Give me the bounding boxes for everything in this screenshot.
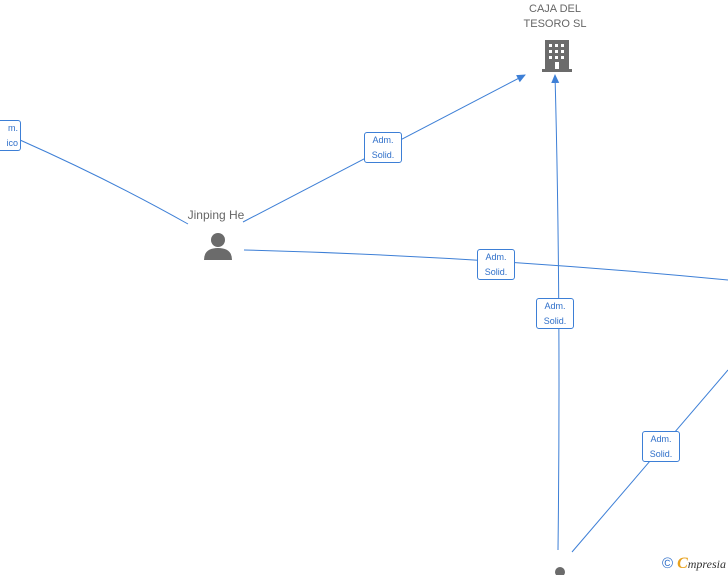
edge-label-role: Adm. (485, 252, 507, 262)
edge-label-type: Solid. (649, 449, 673, 459)
company-name-line2: TESORO SL (523, 18, 587, 30)
edge-label-role: m. (8, 123, 18, 133)
copyright-symbol: © (662, 555, 674, 572)
edge-label-person-company[interactable]: Adm. Solid. (364, 132, 402, 163)
company-name-line1: CAJA DEL (529, 3, 581, 15)
edge-label-left-cut[interactable]: m. ico (0, 120, 21, 151)
company-name-label[interactable]: CAJA DEL TESORO SL (495, 2, 615, 32)
brand-initial: C (677, 555, 688, 572)
person-icon[interactable] (204, 233, 232, 260)
person-name-label[interactable]: Jinping He (187, 208, 245, 222)
edge-label-type: Solid. (484, 267, 508, 277)
edge-label-person-right[interactable]: Adm. Solid. (477, 249, 515, 280)
edge-label-type: ico (6, 138, 18, 148)
brand-name: mpresia (687, 557, 726, 571)
edge-label-role: Adm. (372, 135, 394, 145)
bottom-person-icon[interactable] (555, 567, 565, 575)
edge-label-role: Adm. (544, 301, 566, 311)
edge-label-bottom-company[interactable]: Adm. Solid. (536, 298, 574, 329)
empresia-watermark: ©Cmpresia (662, 555, 726, 573)
edge-label-type: Solid. (543, 316, 567, 326)
edge-label-role: Adm. (650, 434, 672, 444)
edge-label-bottom-right[interactable]: Adm. Solid. (642, 431, 680, 462)
building-icon[interactable] (542, 40, 572, 72)
edge-line-left (19, 139, 189, 225)
edge-label-type: Solid. (371, 150, 395, 160)
